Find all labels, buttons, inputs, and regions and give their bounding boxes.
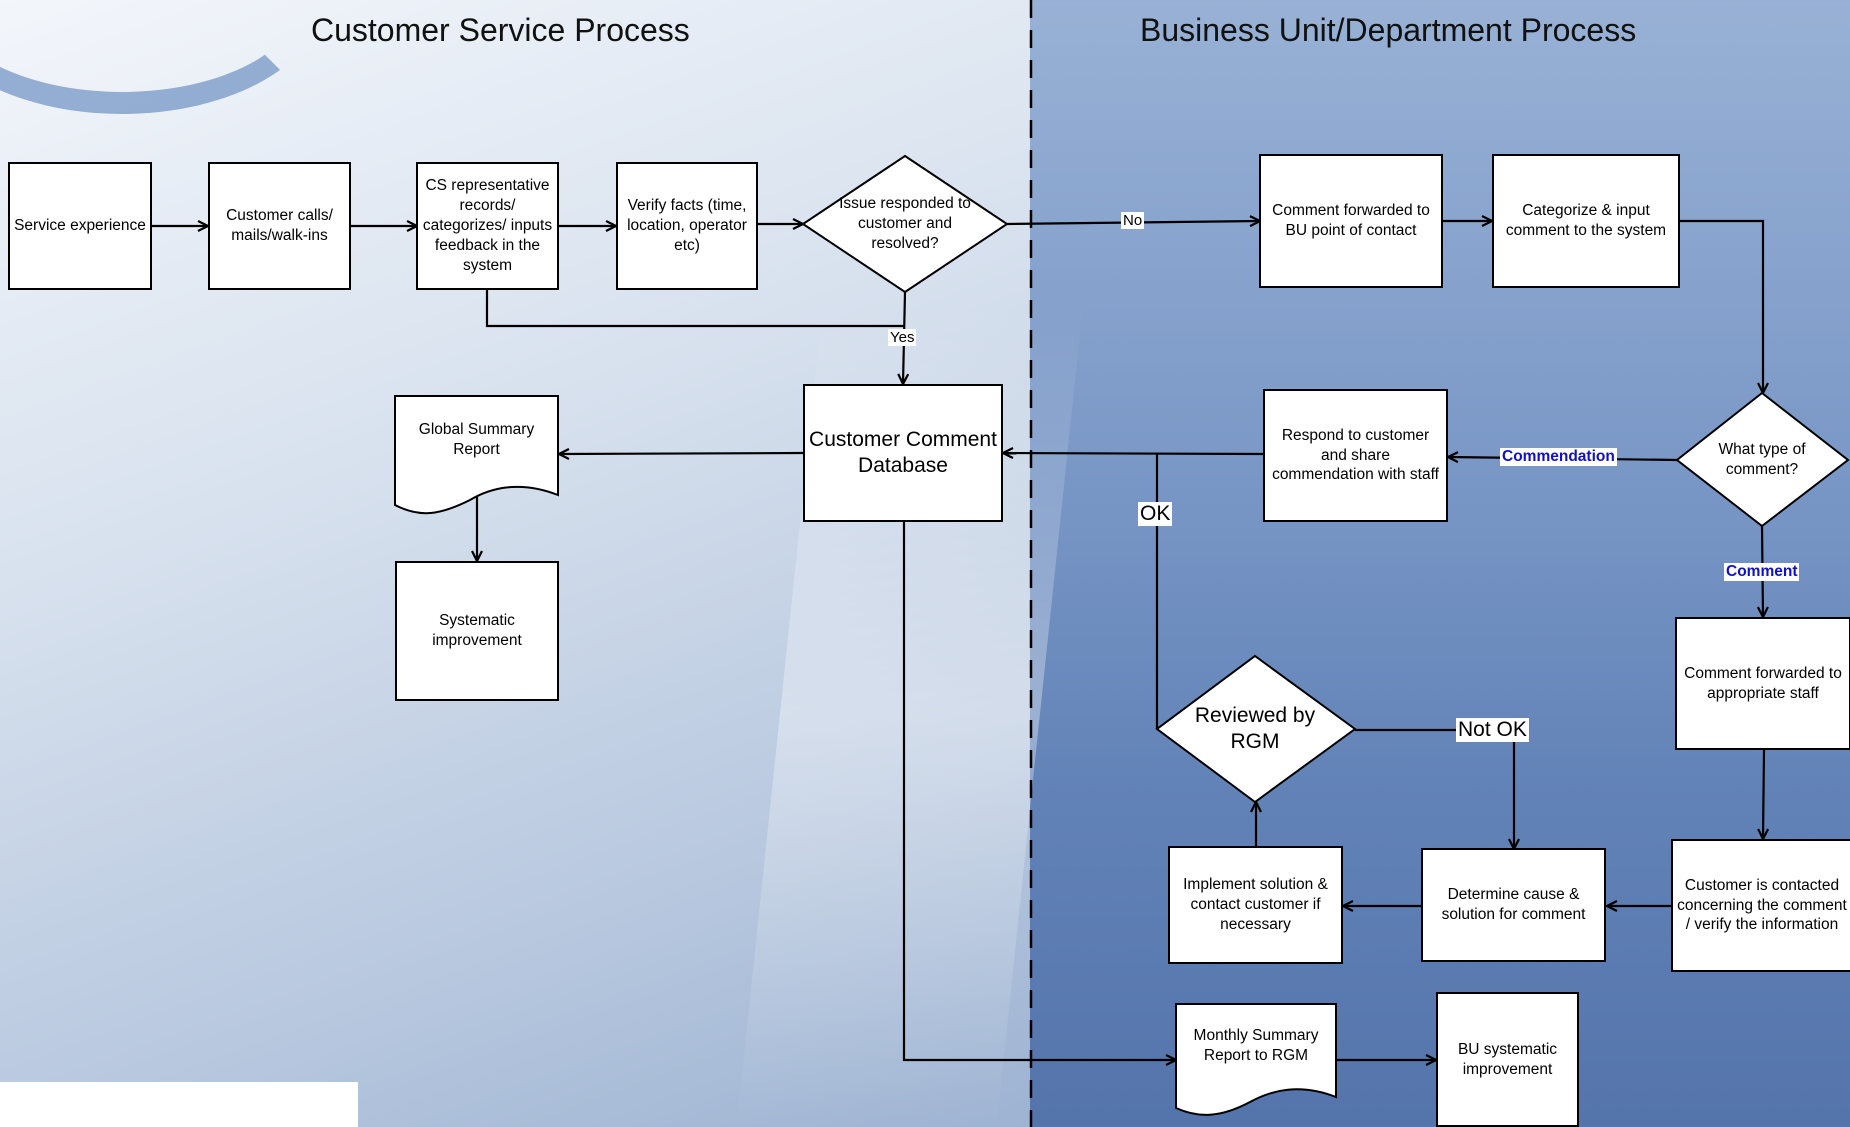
determine-cause-box: Determine cause & solution for comment — [1421, 848, 1606, 962]
ok-label: OK — [1138, 502, 1173, 527]
what-type-text: What type of comment? — [1718, 441, 1806, 478]
no-label: No — [1121, 212, 1145, 230]
blank-corner-panel — [0, 1082, 358, 1127]
monthly-summary-document — [1175, 1003, 1337, 1116]
customer-calls-box: Customer calls/ mails/walk-ins — [208, 162, 351, 290]
reviewed-rgm-text: Reviewed by RGM — [1194, 703, 1316, 753]
customer-service-process-title: Customer Service Process — [311, 12, 690, 48]
respond-to-customer-box: Respond to customer and share commendati… — [1263, 389, 1448, 522]
verify-facts-box: Verify facts (time, location, operator e… — [616, 162, 758, 290]
not-ok-label: Not OK — [1456, 718, 1529, 743]
global-summary-text: Global Summary Report — [418, 421, 535, 458]
comment-forwarded-bu-box: Comment forwarded to BU point of contact — [1259, 154, 1443, 288]
cs-representative-box: CS representative records/ categorizes/ … — [416, 162, 559, 290]
comment-label: Comment — [1724, 563, 1800, 581]
bu-systematic-improvement-box: BU systematic improvement — [1436, 992, 1579, 1127]
monthly-summary-text: Monthly Summary Report to RGM — [1193, 1027, 1319, 1064]
implement-solution-box: Implement solution & contact customer if… — [1168, 846, 1343, 964]
customer-contacted-box: Customer is contacted concerning the com… — [1671, 839, 1850, 972]
systematic-improvement-box: Systematic improvement — [395, 561, 559, 701]
global-summary-document — [394, 395, 559, 515]
commendation-label: Commendation — [1500, 448, 1617, 466]
service-experience-box: Service experience — [8, 162, 152, 290]
comment-forwarded-staff-box: Comment forwarded to appropriate staff — [1675, 617, 1850, 750]
bu-department-process-title: Business Unit/Department Process — [1140, 12, 1637, 48]
yes-label: Yes — [888, 329, 917, 347]
issue-resolved-text: Issue responded to customer and resolved… — [839, 195, 971, 252]
customer-comment-database-box: Customer Comment Database — [803, 384, 1003, 522]
categorize-input-box: Categorize & input comment to the system — [1492, 154, 1680, 288]
